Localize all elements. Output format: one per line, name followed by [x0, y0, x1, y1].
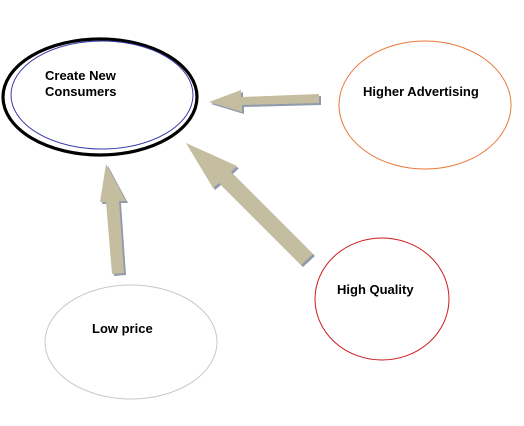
arrow-quality-to-center — [186, 143, 313, 265]
advertising-label: Higher Advertising — [363, 84, 479, 99]
factor-node-high-quality: High Quality — [314, 237, 450, 361]
price-ellipse — [44, 284, 218, 400]
factor-node-low-price: Low price — [44, 284, 218, 400]
center-node-create-new-consumers: Create New Consumers — [1, 37, 199, 157]
center-node-inner-ellipse — [10, 40, 194, 150]
center-node-label-line1: Create New — [45, 68, 117, 83]
arrow-price-to-center — [100, 164, 126, 274]
factor-node-higher-advertising: Higher Advertising — [338, 40, 512, 170]
center-node-label-line2: Consumers — [45, 84, 117, 99]
price-label: Low price — [92, 321, 153, 336]
quality-ellipse — [314, 237, 450, 361]
center-node-outer-ellipse — [1, 37, 199, 157]
quality-label: High Quality — [337, 282, 414, 297]
advertising-ellipse — [338, 40, 512, 170]
arrow-advertising-to-center — [209, 90, 319, 112]
